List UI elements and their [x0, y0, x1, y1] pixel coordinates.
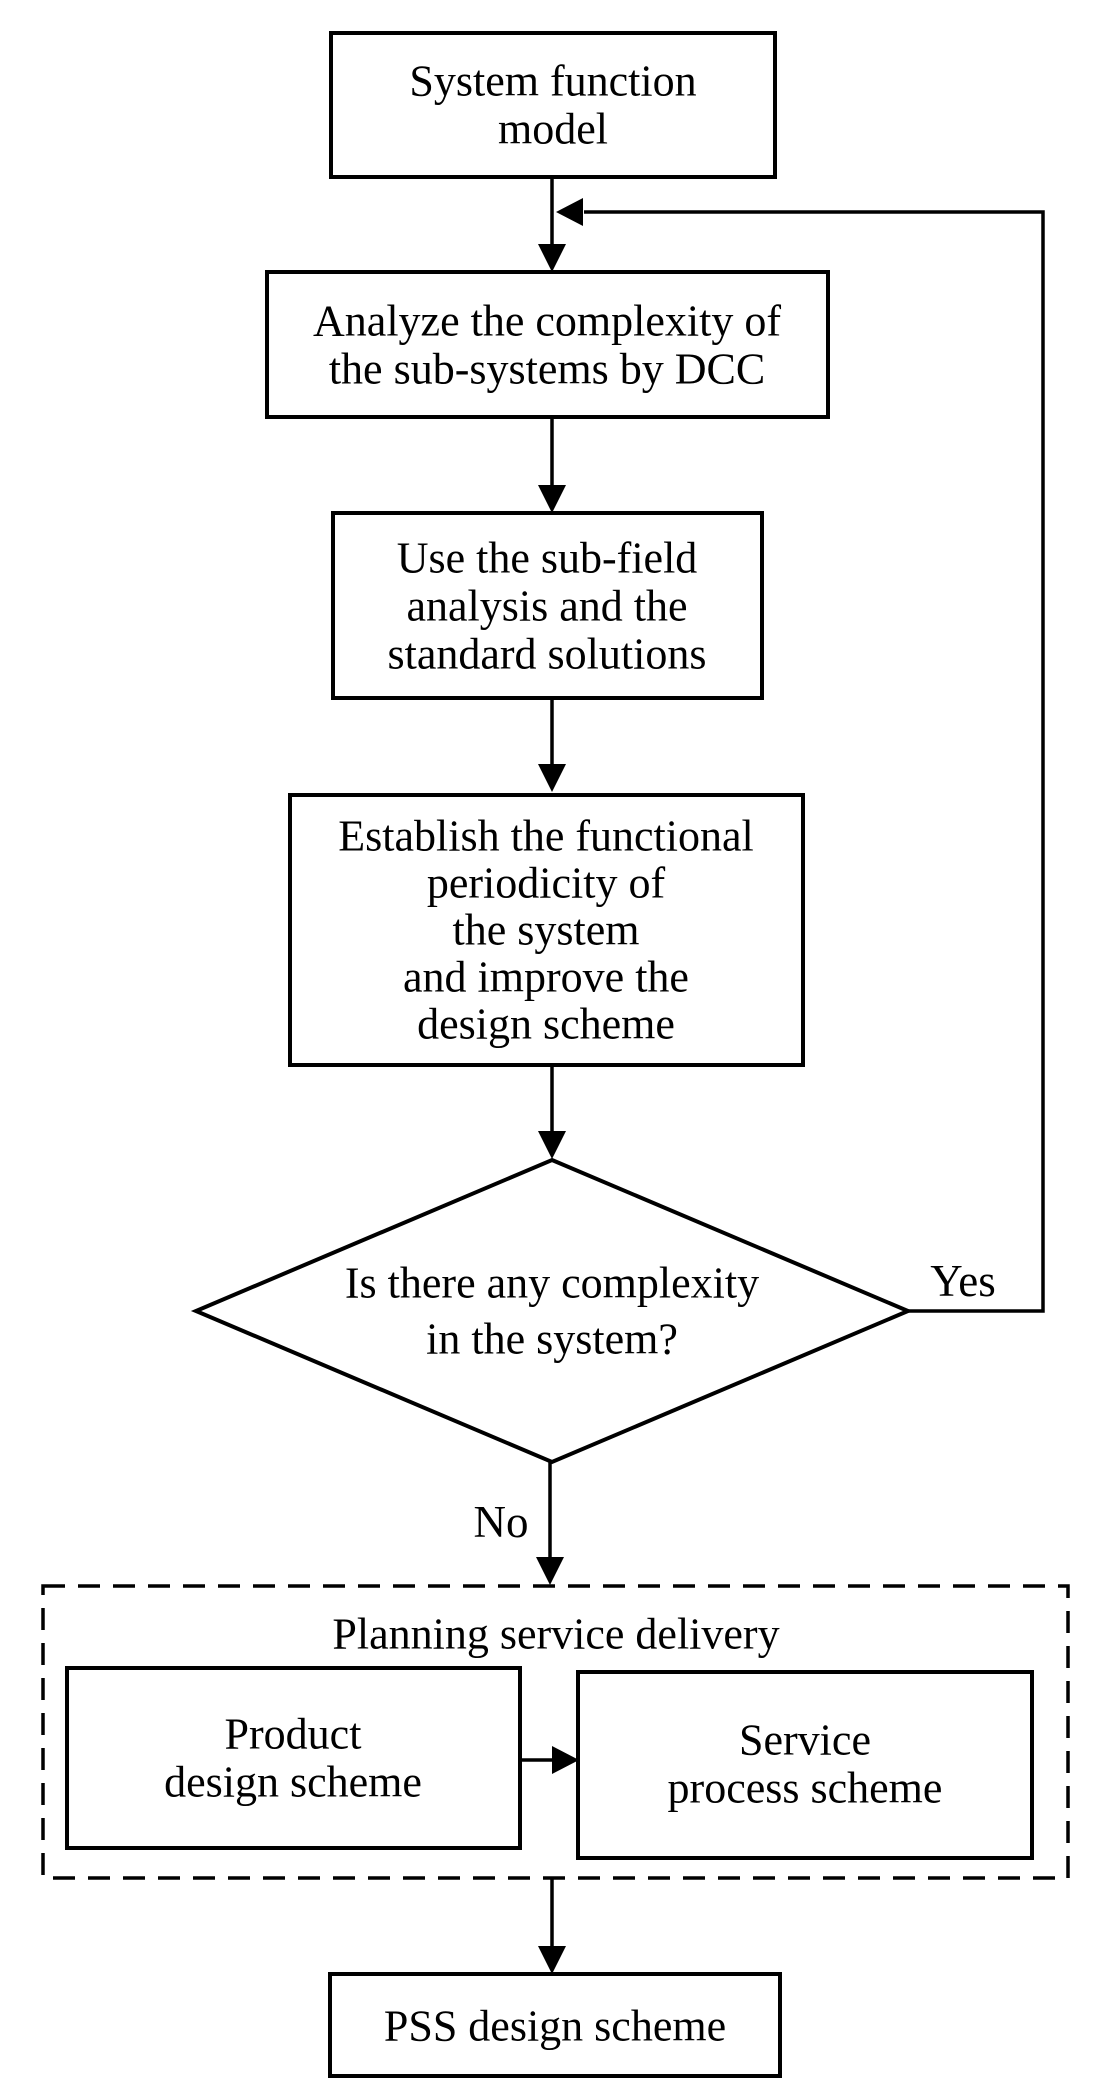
edge-establish-to-decision — [538, 1065, 566, 1159]
sub-field-analysis-box — [331, 511, 764, 700]
arrowhead-down-icon — [538, 1946, 566, 1974]
pss-design-scheme-label: PSS design scheme — [384, 2002, 726, 2051]
service-process-scheme-label: process scheme — [668, 1764, 943, 1813]
product-design-scheme-box — [65, 1666, 522, 1850]
arrowhead-down-icon — [538, 764, 566, 792]
no-edge-label: No — [474, 1497, 529, 1547]
arrowhead-down-icon — [538, 244, 566, 272]
edge-analyze-to-subfield — [538, 417, 566, 513]
sub-field-analysis-label: analysis and the — [406, 582, 687, 631]
complexity-decision-label: in the system? — [426, 1315, 678, 1364]
sub-field-analysis-label: standard solutions — [388, 630, 707, 679]
complexity-decision-label: Is there any complexity — [345, 1259, 759, 1308]
analyze-complexity-label: Analyze the complexity of — [313, 297, 781, 346]
node-analyze-complexity: Analyze the complexity of the sub-system… — [265, 270, 830, 419]
establish-periodicity-label: and improve the — [403, 953, 689, 1002]
system-function-model-box — [329, 31, 777, 179]
establish-periodicity-label: design scheme — [417, 1000, 675, 1049]
arrowhead-right-icon — [552, 1746, 579, 1774]
arrowhead-left-icon — [556, 198, 583, 226]
group-planning-service-delivery: Planning service delivery — [41, 1584, 1070, 1880]
service-process-scheme-label: Service — [739, 1716, 871, 1765]
establish-periodicity-box — [288, 793, 805, 1067]
product-design-scheme-label: design scheme — [164, 1758, 422, 1807]
edge-no-to-planning — [536, 1462, 564, 1585]
yes-edge-label: Yes — [930, 1256, 995, 1306]
pss-design-scheme-box — [328, 1972, 782, 2078]
edge-product-to-service — [520, 1746, 579, 1774]
edge-planning-to-pss — [538, 1878, 566, 1974]
planning-service-delivery-dashed-box — [41, 1584, 1070, 1880]
arrowhead-down-icon — [538, 1131, 566, 1159]
service-process-scheme-box — [576, 1670, 1034, 1860]
edge-yes-feedback-line — [584, 210, 1045, 1313]
establish-periodicity-label: Establish the functional — [338, 812, 753, 861]
planning-service-delivery-title: Planning service delivery — [332, 1610, 779, 1659]
node-establish-periodicity: Establish the functional periodicity of … — [288, 793, 805, 1067]
system-function-model-label: System function — [409, 57, 696, 106]
establish-periodicity-label: periodicity of — [427, 859, 666, 908]
sub-field-analysis-label: Use the sub-field — [397, 534, 698, 583]
establish-periodicity-label: the system — [453, 906, 640, 955]
edge-model-to-analyze — [538, 177, 566, 272]
product-design-scheme-label: Product — [225, 1710, 362, 1759]
node-pss-design-scheme: PSS design scheme — [328, 1972, 782, 2078]
node-service-process-scheme: Service process scheme — [576, 1670, 1034, 1860]
analyze-complexity-label: the sub-systems by DCC — [329, 345, 765, 394]
edge-subfield-to-establish — [538, 698, 566, 792]
arrowhead-down-icon — [536, 1557, 564, 1585]
system-function-model-label: model — [498, 105, 608, 154]
node-complexity-decision: Is there any complexity in the system? — [190, 1157, 914, 1465]
arrowhead-down-icon — [538, 485, 566, 513]
node-product-design-scheme: Product design scheme — [65, 1666, 522, 1850]
edge-yes-feedback — [556, 198, 1045, 1313]
node-sub-field-analysis: Use the sub-field analysis and the stand… — [331, 511, 764, 700]
analyze-complexity-box — [265, 270, 830, 419]
node-system-function-model: System function model — [329, 31, 777, 179]
complexity-decision-diamond — [190, 1157, 914, 1465]
